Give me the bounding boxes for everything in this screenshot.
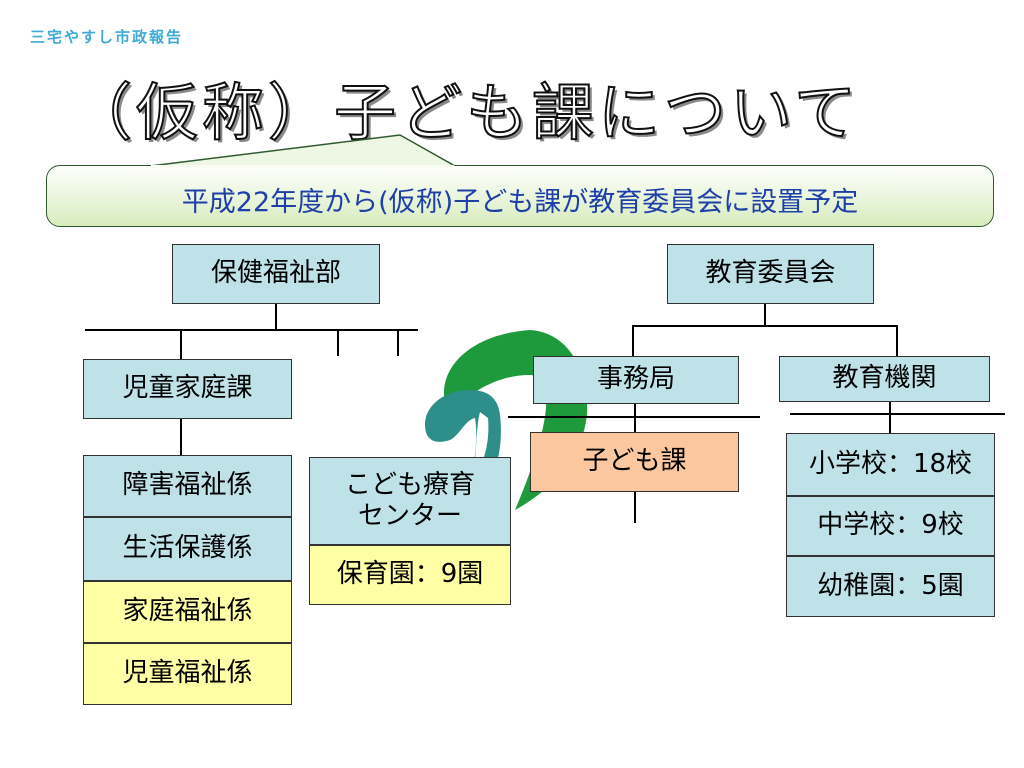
box-junior-high: 中学校：9校 [786,496,995,556]
box-livelihood-protection: 生活保護係 [83,517,292,581]
connector [337,329,339,356]
box-education-institutions: 教育機関 [779,356,990,402]
connector [180,329,182,359]
connector [85,329,418,331]
box-family-welfare: 家庭福祉係 [83,581,292,643]
connector [896,325,898,356]
box-child-welfare: 児童福祉係 [83,643,292,705]
box-kindergarten: 幼稚園：5園 [786,556,995,617]
box-nursery: 保育園：9園 [309,545,511,605]
box-disability-welfare: 障害福祉係 [83,455,292,517]
box-secretariat: 事務局 [533,356,739,404]
connector [632,325,634,356]
connector [889,402,891,433]
connector [275,304,277,330]
connector [634,404,636,432]
box-child-family-div: 児童家庭課 [83,359,292,419]
connector [634,492,636,523]
box-elementary: 小学校：18校 [786,433,995,496]
connector [397,329,399,356]
box-kodomo-ka: 子ども課 [530,432,739,492]
connector [180,419,182,455]
banner: 平成22年度から(仮称)子ども課が教育委員会に設置予定 [46,165,994,227]
connector [632,325,897,327]
connector [764,304,766,326]
banner-text: 平成22年度から(仮称)子ども課が教育委員会に設置予定 [181,187,859,218]
box-child-center: こども療育 センター [309,457,511,545]
box-education-board: 教育委員会 [667,244,874,304]
page-title: （仮称）子ども課について [69,75,861,150]
header-label: 三宅やすし市政報告 [30,28,184,46]
connector [790,413,1005,415]
box-health-dept: 保健福祉部 [172,244,380,304]
banner-pointer-joint [151,165,454,168]
